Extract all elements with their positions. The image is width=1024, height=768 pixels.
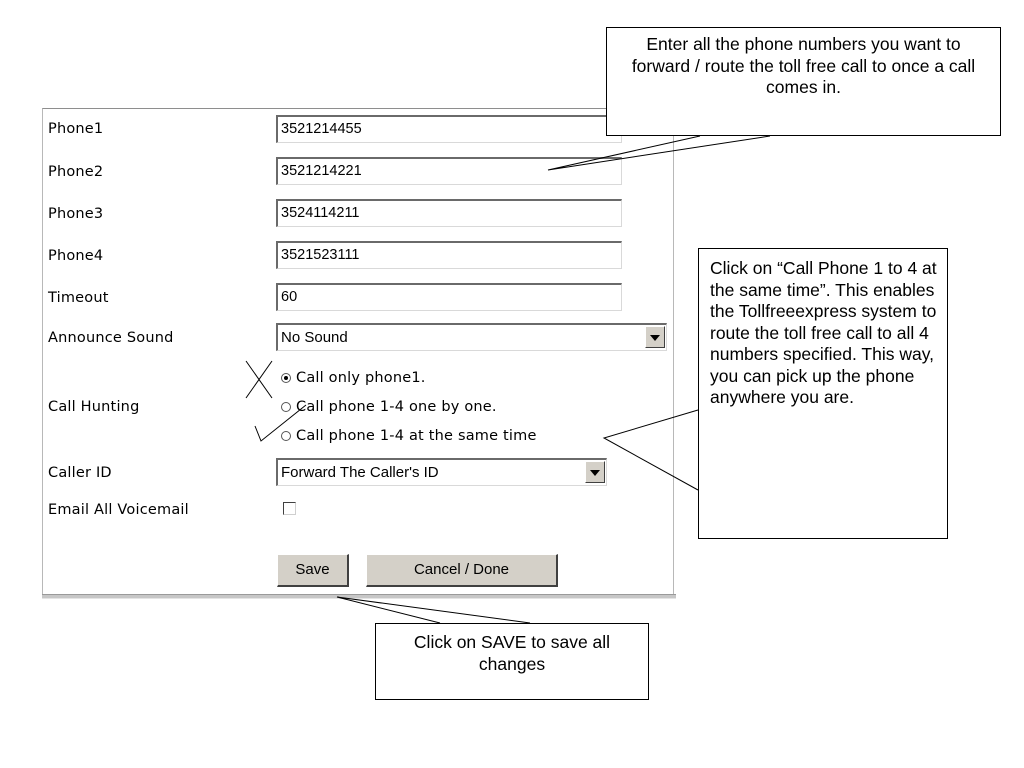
- phone4-label: Phone4: [48, 248, 104, 264]
- check-mark-icon: [254, 404, 307, 442]
- phone2-input[interactable]: 3521214221: [276, 157, 622, 185]
- callout-pointer-save: [336, 596, 531, 624]
- phone3-label: Phone3: [48, 206, 104, 222]
- timeout-label: Timeout: [48, 290, 109, 306]
- phone2-label: Phone2: [48, 164, 104, 180]
- phone1-input[interactable]: 3521214455: [276, 115, 622, 143]
- dropdown-arrow-icon[interactable]: [645, 326, 665, 348]
- phone3-input[interactable]: 3524114211: [276, 199, 622, 227]
- radio-call-only-phone1[interactable]: Call only phone1.: [281, 369, 426, 387]
- call-hunting-label: Call Hunting: [48, 399, 140, 415]
- email-all-voicemail-checkbox[interactable]: [283, 502, 296, 515]
- caller-id-selected: Forward The Caller's ID: [281, 464, 439, 481]
- timeout-input[interactable]: 60: [276, 283, 622, 311]
- settings-form-panel: [42, 108, 674, 596]
- caller-id-select[interactable]: Forward The Caller's ID: [276, 458, 607, 486]
- email-all-voicemail-label: Email All Voicemail: [48, 502, 189, 518]
- radio-call-same-time[interactable]: Call phone 1-4 at the same time: [281, 427, 537, 445]
- callout-pointer-phone: [547, 135, 771, 171]
- cancel-done-button[interactable]: Cancel / Done: [366, 554, 558, 587]
- save-button[interactable]: Save: [277, 554, 349, 587]
- callout-call-hunting: Click on “Call Phone 1 to 4 at the same …: [698, 248, 948, 539]
- announce-sound-label: Announce Sound: [48, 330, 174, 346]
- radio-label: Call phone 1-4 at the same time: [296, 428, 537, 444]
- form-bottom-edge: [42, 594, 676, 599]
- caller-id-label: Caller ID: [48, 465, 112, 481]
- radio-empty-icon[interactable]: [281, 431, 291, 441]
- phone1-label: Phone1: [48, 121, 104, 137]
- callout-pointer-call-hunting: [602, 409, 699, 491]
- phone4-input[interactable]: 3521523111: [276, 241, 622, 269]
- radio-call-one-by-one[interactable]: Call phone 1-4 one by one.: [281, 398, 497, 416]
- callout-phone-numbers: Enter all the phone numbers you want to …: [606, 27, 1001, 136]
- dropdown-arrow-icon[interactable]: [585, 461, 605, 483]
- callout-save: Click on SAVE to save all changes: [375, 623, 649, 700]
- announce-sound-select[interactable]: No Sound: [276, 323, 667, 351]
- radio-selected-icon[interactable]: [281, 373, 291, 383]
- cross-mark-icon: [245, 360, 273, 399]
- announce-sound-selected: No Sound: [281, 329, 348, 346]
- radio-label: Call only phone1.: [296, 370, 426, 386]
- radio-empty-icon[interactable]: [281, 402, 291, 412]
- radio-label: Call phone 1-4 one by one.: [296, 399, 497, 415]
